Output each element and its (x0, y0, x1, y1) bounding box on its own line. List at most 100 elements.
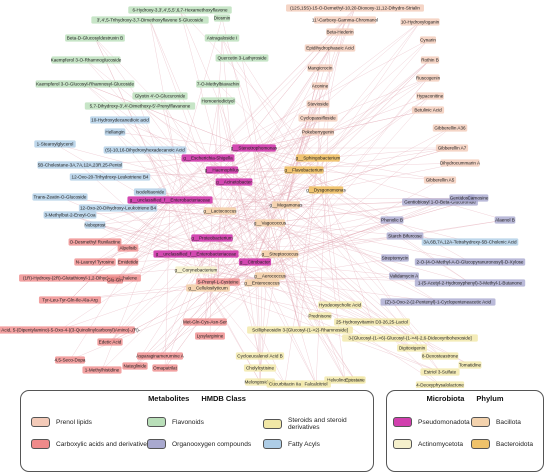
network-edge (209, 282, 263, 337)
node-label: Tyr-Leu-Tyr-Gln-Ile-Ala-Arg (42, 298, 98, 303)
network-edge (207, 197, 463, 289)
network-edge (127, 169, 223, 249)
node-label: 6-Hydroxy-3,3',4',5,5',6,7-Hexamethoxyfl… (132, 8, 228, 13)
network-edge (317, 157, 441, 181)
network-edge (94, 169, 223, 243)
node-marker (421, 238, 519, 246)
metabolite-node: Homoeriodictyol (200, 97, 236, 105)
network-edge (127, 199, 171, 249)
microbe-node: g__Corynebacterium (175, 266, 217, 274)
metabolite-node: Gibberellin A7 (435, 144, 469, 152)
network-edge (221, 169, 411, 339)
network-edge (219, 147, 453, 212)
network-edge (117, 207, 263, 284)
microbe-node: g__Proteobacterium (191, 234, 233, 242)
network-edge (254, 261, 405, 277)
node-label: Epostane (345, 378, 365, 383)
legend-item: Carboxylic acids and derivatives (31, 439, 150, 449)
metabolite-node: Kaempferol 3-O-Rhamnoglucoside (51, 56, 122, 64)
metabolite-node: Mangicrocin (307, 64, 333, 72)
network-edge (195, 269, 341, 306)
metabolite-node: 12-Oxo-20-Dihydroxy-Leukotriene B4 (78, 204, 158, 212)
node-marker (35, 80, 135, 88)
node-label: 3-Methylbut-2-Enoyl-Coa (44, 213, 96, 218)
node-label: g__Streptococcus (262, 252, 299, 257)
node-marker (104, 128, 126, 136)
node-label: O-Desmethyl Runilactine (70, 240, 121, 245)
node-label: Kaempferol 3-O-Rhamnoglucoside (51, 58, 122, 63)
node-label: Noboprost (84, 223, 106, 228)
node-marker (215, 178, 253, 186)
node-marker (84, 102, 196, 110)
network-edge (101, 157, 319, 371)
node-label: Helvolinodide XIII (327, 378, 363, 383)
network-edge (233, 147, 453, 183)
metabolite-node: Astragaloside I (204, 34, 240, 42)
microbe-node: g__Stenotrophomonas (231, 144, 278, 152)
node-marker (235, 352, 285, 360)
microbe-node: g__unclassified_f__Enterobacteriaceae (153, 250, 239, 258)
node-marker (308, 186, 344, 194)
node-marker (183, 318, 227, 326)
network-edge (195, 95, 431, 271)
node-label: 7-O-Methylbiavachin (197, 82, 240, 87)
network-edge (85, 59, 223, 171)
node-marker (152, 364, 178, 372)
node-marker (244, 279, 280, 287)
node-marker (458, 361, 482, 369)
node-label: Emidetide (118, 260, 139, 265)
legend-swatch (263, 439, 282, 449)
microbe-node: g__Streptococcus (261, 250, 299, 258)
node-label: Dihydrocummarin A (440, 161, 481, 166)
microbe-node: g__Enterococcus (244, 279, 280, 287)
network-edge (179, 9, 223, 171)
node-marker (196, 80, 240, 88)
node-marker (419, 36, 437, 44)
network-edge (207, 219, 393, 289)
legend-label: Pseudomonadota (418, 418, 470, 426)
network-nodes: 6-Hydroxy-3,3',4',5,5',6,7-Hexamethoxyfl… (0, 4, 526, 388)
legend-swatch (263, 419, 282, 429)
node-marker (103, 146, 187, 154)
network-edge (241, 57, 271, 224)
network-edge (149, 19, 221, 212)
legend-item: Organooxygen compounds (147, 439, 251, 449)
node-label: Prednisone (308, 314, 332, 319)
metabolite-node: 1-Stearoylglycerol (34, 140, 76, 148)
legend-label: Bacillota (496, 418, 521, 426)
metabolite-node: (Z)-3-Oxo-2-(2-Pentenyl)-1-Cyclopentenea… (380, 298, 496, 306)
network-edge (159, 95, 263, 284)
node-label: Gentiobiosyl 1-O-Beta-Glucuronide (404, 200, 476, 205)
network-edge (179, 9, 319, 159)
node-label: 8-Dexosteastrone (422, 354, 459, 359)
network-edge (164, 199, 171, 369)
microbe-node: g__Vagococcus (254, 219, 287, 227)
network-edge (134, 269, 197, 367)
microbe-node: g__unclassified_f__Enterobacteriaceae (127, 196, 213, 204)
network-edge (195, 201, 441, 255)
network-edge (114, 131, 319, 159)
node-marker (301, 128, 335, 136)
node-label: 12-Oxo-20-Dihydroxy-Leukotriene B4 (80, 206, 157, 211)
node-label: 12-Oxo-20-Trihydroxy-Leukotriene B4 (72, 175, 149, 180)
node-label: 2-O-(4-O-Methyl-A-D-Glucopyranuronosyl)-… (417, 260, 524, 265)
network-edge (285, 39, 429, 206)
node-marker (415, 381, 465, 388)
network-edge (253, 21, 421, 149)
metabolite-node: Digitoxigenin (397, 344, 427, 352)
network-edge (233, 181, 471, 243)
network-edge (207, 287, 373, 323)
node-marker (90, 116, 150, 124)
node-marker (423, 176, 457, 184)
node-marker (440, 159, 480, 167)
node-label: g__unclassified_f__Enterobacteriaceae (130, 198, 211, 203)
microbe-node: g__Sphingobacterium (296, 154, 341, 162)
metabolite-node: Cholylcytisine (243, 364, 277, 372)
node-marker (247, 326, 353, 334)
legend-swatch (31, 439, 50, 449)
network-edge (317, 59, 431, 159)
node-marker (132, 92, 188, 100)
metabolite-node: 5B-Cholestane-3A,7A,12A,23R,25-Pentol (37, 161, 123, 169)
